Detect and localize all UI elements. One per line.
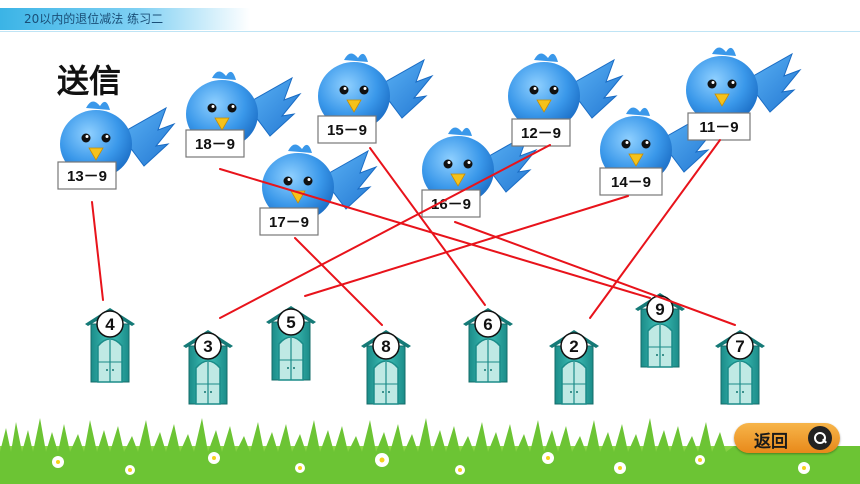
header-title: 20以内的退位减法 练习二	[24, 12, 164, 26]
page-title: 送信	[57, 62, 122, 100]
house-4[interactable]: 4	[84, 307, 136, 383]
house-9[interactable]: 9	[634, 292, 686, 368]
bird-17-9[interactable]: 17－9	[259, 143, 377, 236]
house-number: 6	[483, 315, 492, 334]
bird-label: 18－9	[195, 136, 235, 153]
house-number: 5	[286, 313, 295, 332]
search-icon	[808, 426, 832, 450]
line-12-9-to-3	[219, 144, 551, 319]
house-number: 2	[569, 337, 578, 356]
line-16-9-to-7	[454, 221, 736, 326]
line-14-9-to-5	[304, 195, 629, 297]
house-3[interactable]: 3	[182, 329, 234, 405]
bird-label: 12－9	[521, 125, 561, 142]
house-number: 8	[381, 337, 390, 356]
bird-14-9[interactable]: 14－9	[599, 106, 715, 196]
house-5[interactable]: 5	[265, 305, 317, 381]
bird-16-9[interactable]: 16－9	[421, 126, 537, 218]
line-18-9-to-9	[219, 168, 651, 299]
bird-13-9[interactable]: 13－9	[57, 100, 175, 190]
bird-label: 15－9	[327, 122, 367, 139]
bird-12-9[interactable]: 12－9	[507, 52, 623, 147]
line-17-9-to-8	[294, 237, 383, 326]
grass-border	[0, 418, 860, 484]
house-number: 7	[735, 337, 744, 356]
house-number: 9	[655, 300, 664, 319]
bird-11-9[interactable]: 11－9	[685, 46, 801, 141]
house-number: 4	[105, 315, 115, 334]
bird-15-9[interactable]: 15－9	[317, 52, 433, 144]
line-11-9-to-2	[589, 139, 721, 319]
line-15-9-to-6	[369, 147, 486, 306]
house-number: 3	[203, 337, 212, 356]
back-button-label: 返回	[754, 432, 788, 452]
match-lines	[91, 139, 736, 326]
house-7[interactable]: 7	[714, 329, 766, 405]
header-divider	[0, 31, 860, 32]
house-6[interactable]: 6	[462, 307, 514, 383]
house-2[interactable]: 2	[548, 329, 600, 405]
back-button[interactable]: 返回	[734, 423, 840, 453]
bird-label: 14－9	[611, 174, 651, 191]
bird-label: 16－9	[431, 196, 471, 213]
line-13-9-to-4	[91, 201, 104, 301]
header-stripe	[0, 8, 250, 30]
bird-18-9[interactable]: 18－9	[185, 70, 301, 158]
bird-label: 11－9	[699, 119, 738, 136]
house-8[interactable]: 8	[360, 329, 412, 405]
header-bar: 20以内的退位减法 练习二	[0, 0, 860, 36]
bird-label: 13－9	[67, 168, 107, 185]
bird-label: 17－9	[269, 214, 309, 231]
